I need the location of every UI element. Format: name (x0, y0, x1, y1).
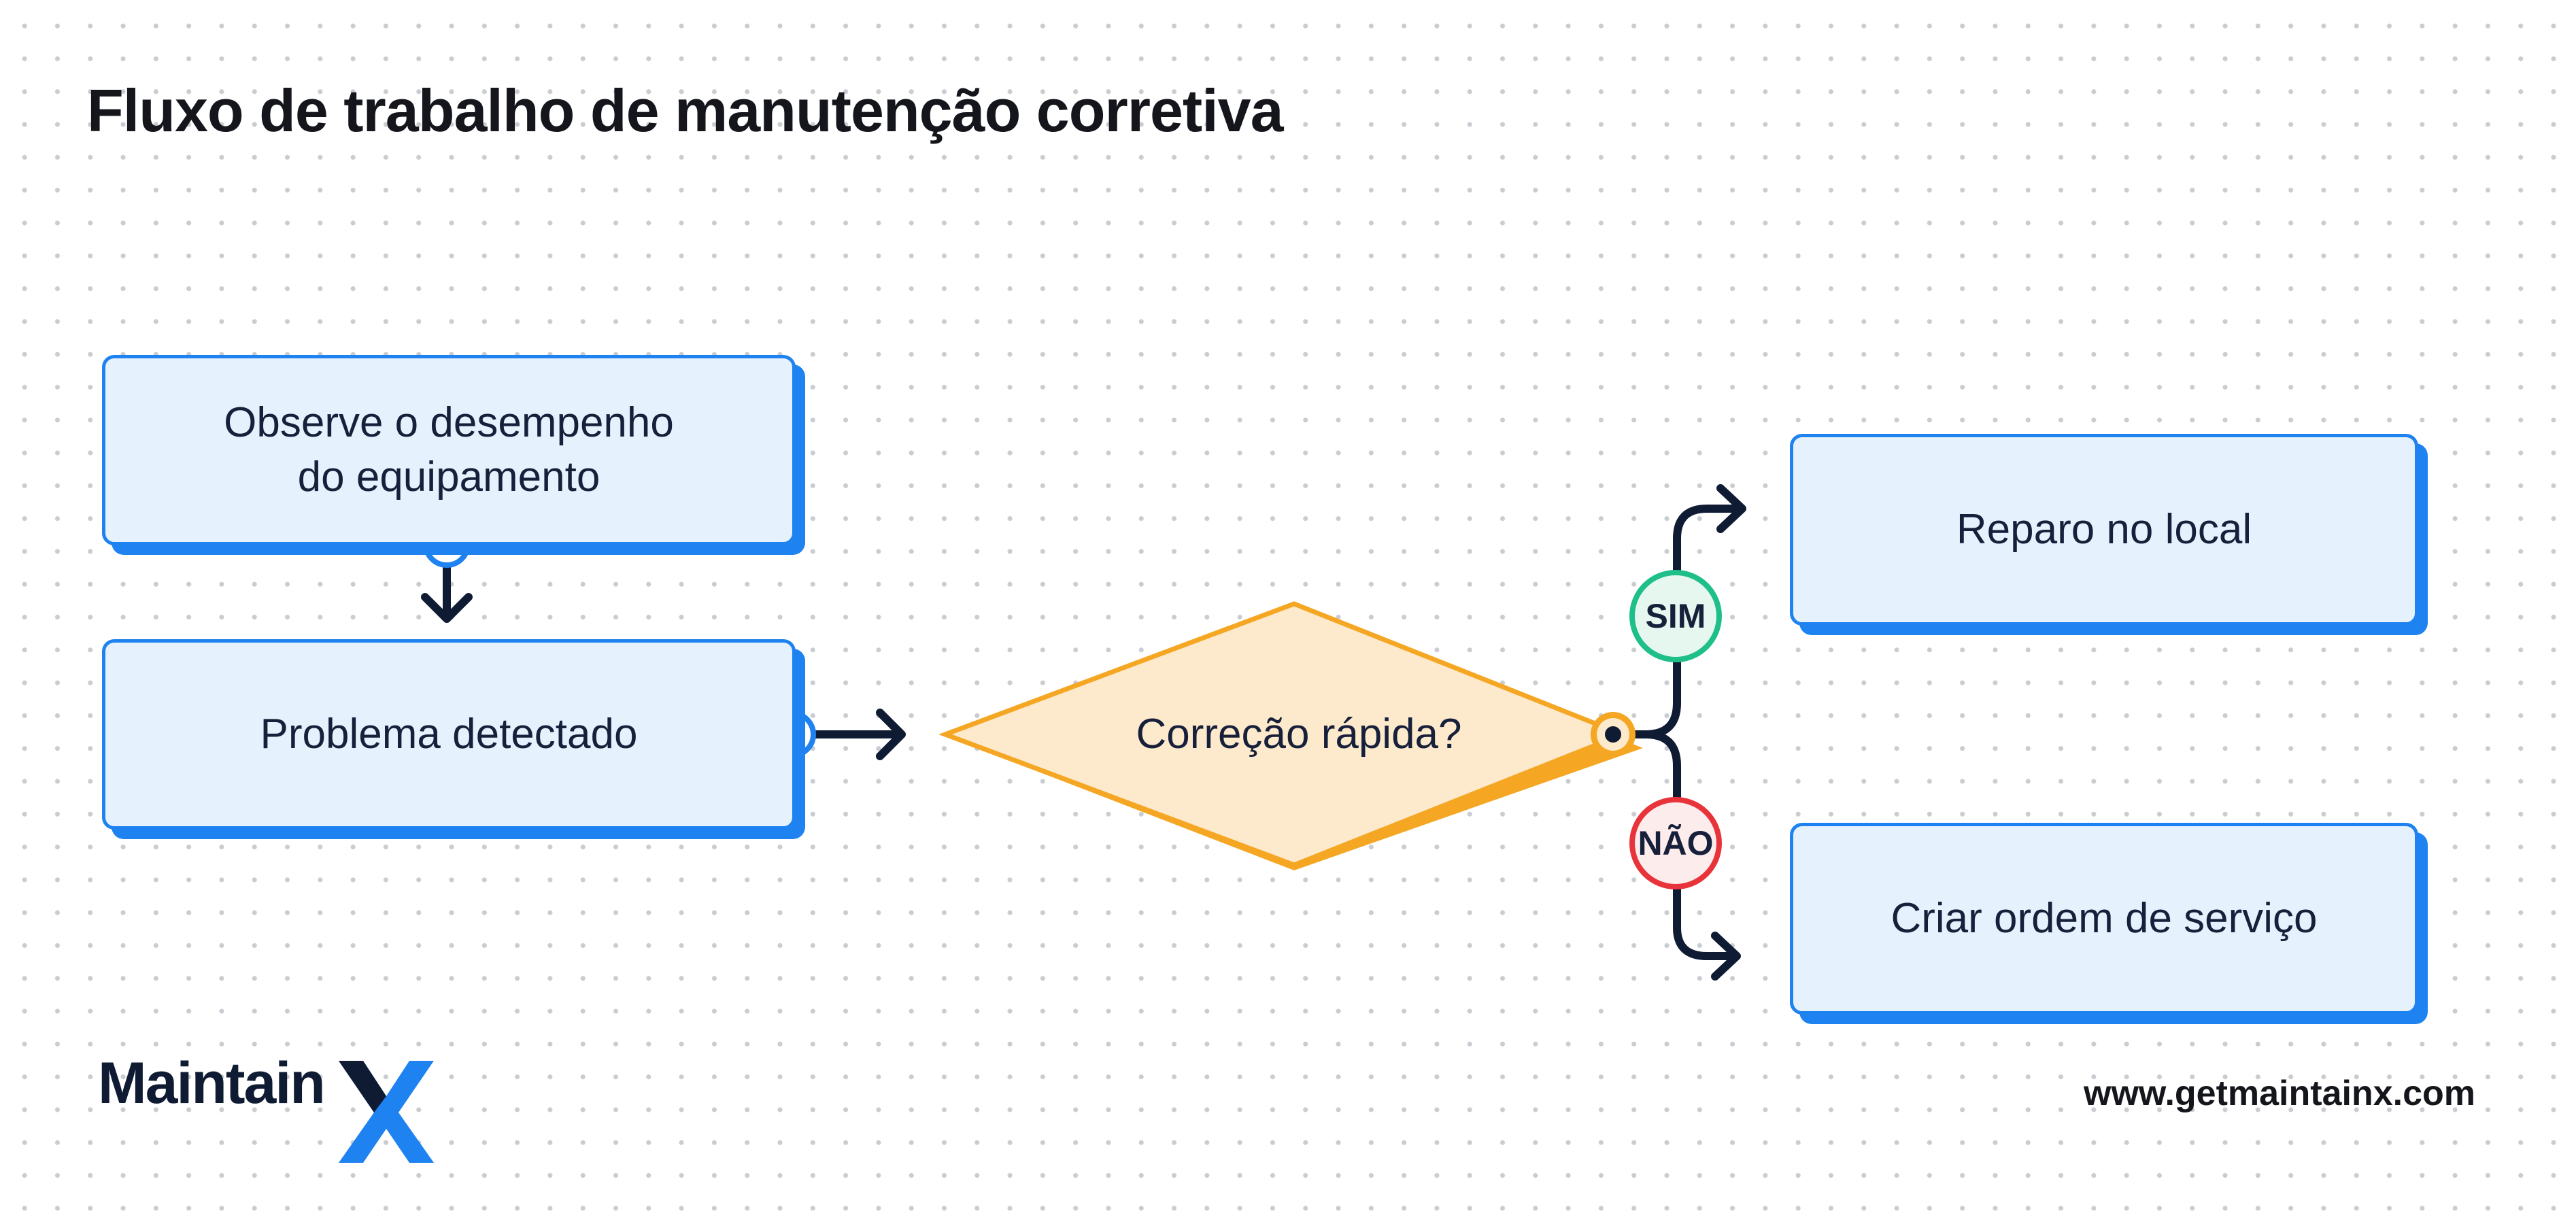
node-repair-label: Reparo no local (1956, 506, 2252, 553)
logo-x-icon (339, 1061, 434, 1163)
node-onsite-repair: Reparo no local (1790, 434, 2418, 626)
branch-no-badge: NÃO (1629, 797, 1722, 889)
footer-url: www.getmaintainx.com (2084, 1074, 2475, 1113)
page-title: Fluxo de trabalho de manutenção corretiv… (87, 77, 1284, 144)
node-observe-line1: Observe o desempenho (224, 399, 674, 446)
connector-dot-decision (1591, 712, 1636, 757)
branch-yes-badge: SIM (1629, 570, 1722, 662)
node-create-work-order: Criar ordem de serviço (1790, 823, 2418, 1015)
node-observe-performance: Observe o desempenho do equipamento (102, 355, 796, 545)
decision-label: Correção rápida? (1136, 711, 1462, 758)
node-observe-line2: do equipamento (297, 454, 600, 500)
node-order-label: Criar ordem de serviço (1891, 895, 2318, 942)
node-problem-detected: Problema detectado (102, 639, 796, 830)
maintainx-logo: Maintain (98, 1051, 326, 1116)
node-problem-label: Problema detectado (260, 711, 638, 758)
